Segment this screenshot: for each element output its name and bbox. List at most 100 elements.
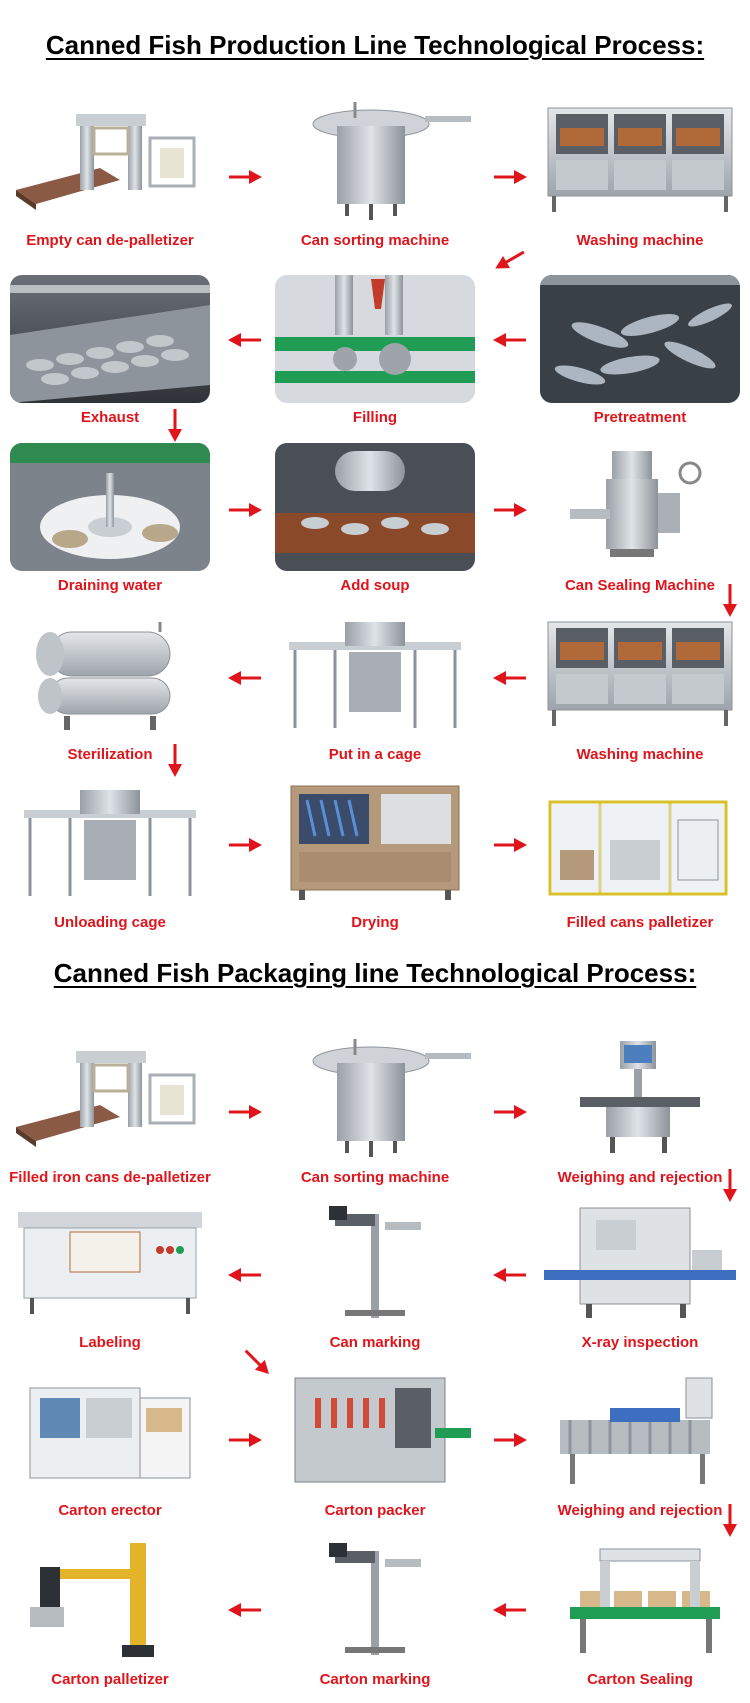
step-drying: Drying <box>265 780 485 931</box>
step-label: Washing machine <box>576 746 704 763</box>
flow-arrow-down <box>155 740 195 780</box>
step-label: Weighing and rejection <box>557 1169 723 1186</box>
unloading-cage-image <box>10 780 210 908</box>
step-xray-inspection: X-ray inspection <box>530 1200 750 1351</box>
step-filled-cans-palletizer: Filled cans palletizer <box>530 780 750 931</box>
step-sterilization: Sterilization <box>0 612 220 763</box>
step-empty-can-depalletizer: Empty can de-palletizer <box>0 98 220 249</box>
step-label: Weighing and rejection <box>557 1502 723 1519</box>
step-carton-sealing: Carton Sealing <box>530 1537 750 1688</box>
add-soup-image <box>275 443 475 571</box>
step-pretreatment: Pretreatment <box>530 275 750 426</box>
step-weighing-and-rejection-2: Weighing and rejection <box>530 1368 750 1519</box>
step-label: Carton packer <box>324 1502 426 1519</box>
xray-image <box>540 1200 740 1328</box>
can-sorting-image <box>275 1035 475 1163</box>
flow-arrow-left <box>490 1255 530 1295</box>
palletizer-image <box>540 780 740 908</box>
flow-arrow-down <box>710 1500 750 1540</box>
flow-arrow-right <box>225 490 265 530</box>
flow-arrow-right <box>225 825 265 865</box>
flow-arrow-right <box>225 1092 265 1132</box>
flow-arrow-right <box>490 157 530 197</box>
step-draining-water: Draining water <box>0 443 220 594</box>
depalletizer-image <box>10 98 210 226</box>
flow-arrow-left <box>490 320 530 360</box>
carton-marking-image <box>275 1537 475 1665</box>
step-carton-erector: Carton erector <box>0 1368 220 1519</box>
step-label: Add soup <box>340 577 410 594</box>
washing-machine-image <box>540 98 740 226</box>
step-label: Unloading cage <box>54 914 166 931</box>
flow-arrow-left <box>490 1590 530 1630</box>
step-can-sorting-machine-2: Can sorting machine <box>265 1035 485 1186</box>
flow-arrow-down <box>710 1165 750 1205</box>
step-label: Can sorting machine <box>300 232 450 249</box>
exhaust-image <box>10 275 210 403</box>
carton-erector-image <box>10 1368 210 1496</box>
draining-image <box>10 443 210 571</box>
step-can-sealing-machine: Can Sealing Machine <box>530 443 750 594</box>
step-carton-palletizer: Carton palletizer <box>0 1537 220 1688</box>
washing-machine-image <box>540 612 740 740</box>
step-label: X-ray inspection <box>581 1334 699 1351</box>
flow-arrow-right <box>490 1420 530 1460</box>
sterilization-image <box>10 612 210 740</box>
flow-arrow-right <box>490 1092 530 1132</box>
step-label: Can sorting machine <box>300 1169 450 1186</box>
step-label: Carton Sealing <box>587 1671 693 1688</box>
cage-image <box>275 612 475 740</box>
step-label: Carton palletizer <box>51 1671 169 1688</box>
step-label: Empty can de-palletizer <box>26 232 194 249</box>
step-put-in-cage: Put in a cage <box>265 612 485 763</box>
production-title: Canned Fish Production Line Technologica… <box>45 30 705 60</box>
step-unloading-cage: Unloading cage <box>0 780 220 931</box>
can-marking-image <box>275 1200 475 1328</box>
step-labeling: Labeling <box>0 1200 220 1351</box>
can-sealing-image <box>540 443 740 571</box>
carton-packer-image <box>275 1368 475 1496</box>
flow-arrow-down <box>710 580 750 620</box>
flow-arrow-right <box>225 1420 265 1460</box>
step-label: Washing machine <box>576 232 704 249</box>
roller-checkweigher-image <box>540 1368 740 1496</box>
flow-arrow-left <box>225 1590 265 1630</box>
can-sorting-image <box>275 98 475 226</box>
flow-arrow-right <box>490 490 530 530</box>
step-label: Can marking <box>329 1334 421 1351</box>
carton-sealer-image <box>540 1537 740 1665</box>
step-label: Sterilization <box>67 746 153 763</box>
step-weighing-and-rejection: Weighing and rejection <box>530 1035 750 1186</box>
filling-image <box>275 275 475 403</box>
step-label: Can Sealing Machine <box>564 577 716 594</box>
step-can-sorting-machine: Can sorting machine <box>265 98 485 249</box>
flow-arrow-left <box>225 658 265 698</box>
step-label: Carton erector <box>58 1502 162 1519</box>
flow-arrow-right <box>490 825 530 865</box>
step-label: Exhaust <box>80 409 140 426</box>
step-label: Drying <box>351 914 399 931</box>
step-washing-machine: Washing machine <box>530 98 750 249</box>
step-label: Carton marking <box>319 1671 431 1688</box>
step-washing-machine-2: Washing machine <box>530 612 750 763</box>
flow-arrow-left <box>490 658 530 698</box>
step-label: Filling <box>352 409 398 426</box>
step-can-marking: Can marking <box>265 1200 485 1351</box>
step-label: Filled iron cans de-palletizer <box>9 1169 211 1186</box>
depalletizer-image <box>10 1035 210 1163</box>
step-label: Pretreatment <box>593 409 687 426</box>
robot-palletizer-image <box>10 1537 210 1665</box>
step-label: Draining water <box>57 577 163 594</box>
step-carton-marking: Carton marking <box>265 1537 485 1688</box>
step-filled-iron-cans-depalletizer: Filled iron cans de-palletizer <box>0 1035 220 1186</box>
drying-image <box>275 780 475 908</box>
step-label: Filled cans palletizer <box>566 914 714 931</box>
step-label: Put in a cage <box>328 746 422 763</box>
flow-arrow-down <box>155 405 195 445</box>
labeling-image <box>10 1200 210 1328</box>
step-exhaust: Exhaust <box>0 275 220 426</box>
checkweigher-image <box>540 1035 740 1163</box>
step-carton-packer: Carton packer <box>265 1368 485 1519</box>
flow-arrow-right <box>225 157 265 197</box>
step-filling: Filling <box>265 275 485 426</box>
